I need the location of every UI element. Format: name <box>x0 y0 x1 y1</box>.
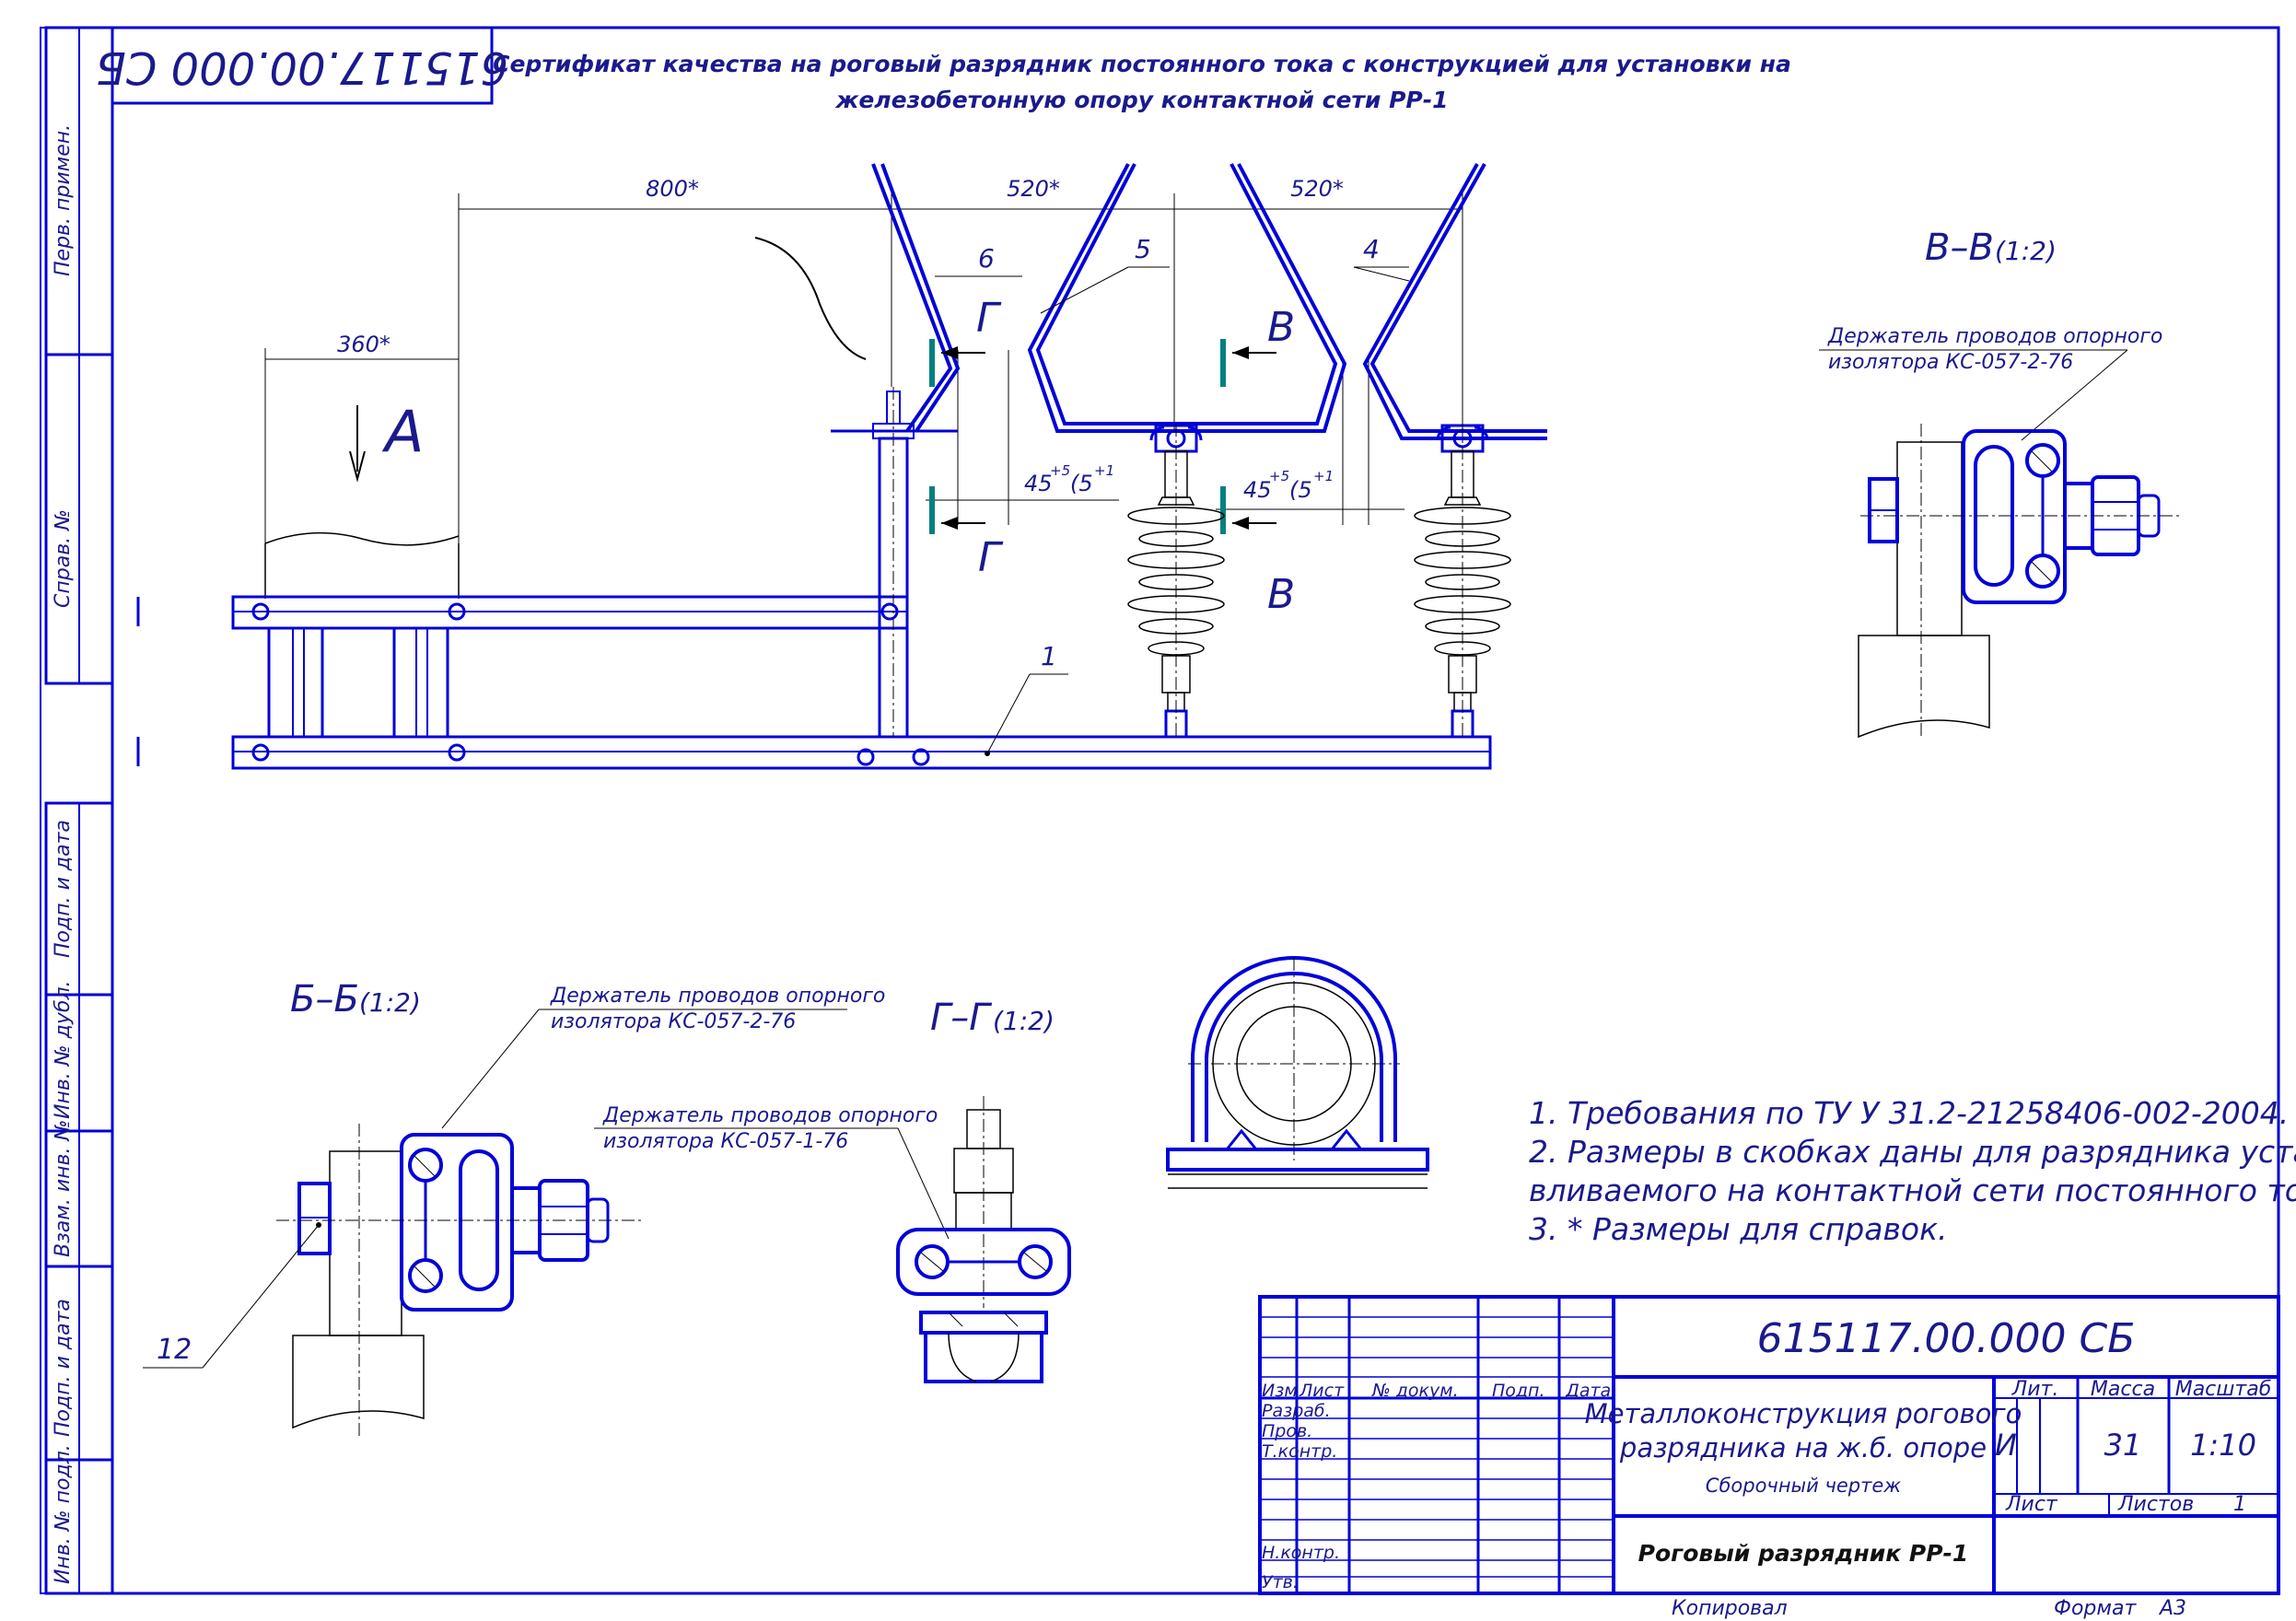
cut-g-top: Г <box>976 295 1002 342</box>
pipe-top-bolt <box>754 237 958 439</box>
list-label: Лист <box>2005 1493 2058 1516</box>
rotated-code-box: 615117.00.000 СБ <box>96 26 508 105</box>
dim-45-b-paren: (5 <box>1289 477 1312 503</box>
dim-45-a-paren-tol: +1 <box>1094 462 1114 479</box>
insulator-left <box>1127 424 1225 739</box>
pos-12: 12 <box>157 1334 192 1366</box>
doc-type: Сборочный чертеж <box>1706 1475 1901 1497</box>
left-strip-top: Перв. примен. Справ. № <box>44 26 114 685</box>
title-block: Изм Лист № докум. Подп. Дата Разраб. Про… <box>1258 1295 2280 1595</box>
col-izm: Изм <box>1262 1381 1298 1401</box>
section-vv-scale: (1:2) <box>1995 236 2057 266</box>
masshtab-label: Масштаб <box>2175 1378 2272 1401</box>
left-strip-bottom: Подп. и дата Инв. № дубл. Взам. инв. № П… <box>44 801 114 1595</box>
dimensions: 800* 520* 520* 360* 45 +5 (5 +1 45 +5 (5… <box>264 176 1463 580</box>
section-gg-label-2: изолятора КС-057-1-76 <box>603 1130 848 1153</box>
lit-value: И <box>1995 1428 2017 1463</box>
section-bb-title: Б–Б <box>290 978 359 1020</box>
section-vv-title: В–В <box>1925 227 1994 269</box>
podp-data-1-label: Подп. и дата <box>52 820 75 958</box>
pos-1: 1 <box>1041 641 1057 671</box>
steel-frame <box>136 387 1492 770</box>
dim-360: 360* <box>337 332 390 357</box>
rotated-code: 615117.00.000 СБ <box>96 41 508 93</box>
inv-dubl-label: Инв. № дубл. <box>52 980 75 1119</box>
horn-5 <box>1027 163 1347 433</box>
dim-45-b-paren-tol: +1 <box>1313 468 1334 484</box>
title-line-2: железобетонную опору контактной сети РР-… <box>834 87 1448 113</box>
section-cut-marks: Г Г В В <box>929 295 1295 618</box>
main-view: 800* 520* 520* 360* 45 +5 (5 +1 45 +5 (5… <box>136 163 1547 770</box>
dim-800: 800* <box>646 176 699 202</box>
format-value: А3 <box>2158 1597 2186 1620</box>
left-post <box>264 531 460 599</box>
masshtab-value: 1:10 <box>2190 1428 2256 1463</box>
note-2-cont: вливаемого на контактной сети постоянног… <box>1529 1172 2296 1208</box>
horn-6 <box>871 163 961 433</box>
col-data: Дата <box>1565 1381 1611 1401</box>
kopiroval-label: Копировал <box>1672 1597 1788 1620</box>
dim-45-a-tol: +5 <box>1050 462 1070 479</box>
cut-v-top: В <box>1267 304 1295 351</box>
section-bb: Б–Б (1:2) Держатель проводов опорного из… <box>143 978 885 1437</box>
section-vv-label-2: изолятора КС-057-2-76 <box>1828 351 2073 374</box>
perv-primen-label: Перв. примен. <box>52 124 75 276</box>
position-leaders: 6 5 4 1 <box>935 234 1410 756</box>
col-podp: Подп. <box>1492 1381 1545 1401</box>
pos-4: 4 <box>1363 234 1380 264</box>
dim-45-b: 45 <box>1243 477 1272 503</box>
note-3: 3. * Размеры для справок. <box>1529 1211 1948 1247</box>
section-gg-scale: (1:2) <box>993 1006 1055 1036</box>
notes: 1. Требования по ТУ У 31.2-21258406-002-… <box>1529 1095 2296 1247</box>
sprav-no-label: Справ. № <box>52 509 75 608</box>
listov-value: 1 <box>2233 1493 2246 1516</box>
name-line-1: Металлоконструкция рогового <box>1585 1398 2022 1429</box>
vzam-inv-label: Взам. инв. № <box>52 1120 75 1257</box>
row-prov: Пров. <box>1262 1421 1312 1441</box>
pipe-clamp-view <box>1166 956 1429 1189</box>
row-utv: Утв. <box>1262 1572 1299 1592</box>
cut-v-bottom: В <box>1267 571 1295 618</box>
dim-45-a: 45 <box>1024 471 1053 496</box>
section-bb-scale: (1:2) <box>359 987 421 1018</box>
dim-520-a: 520* <box>1007 176 1060 202</box>
massa-label: Масса <box>2091 1378 2155 1401</box>
section-vv: В–В (1:2) Держатель проводов опорного из… <box>1819 227 2183 739</box>
col-list: Лист <box>1299 1381 1345 1401</box>
insulator-right <box>1414 424 1511 739</box>
format-label: Формат <box>2054 1597 2137 1620</box>
podp-data-2-label: Подп. и дата <box>52 1299 75 1437</box>
section-gg-label-1: Держатель проводов опорного <box>602 1104 938 1127</box>
doc-code: 615117.00.000 СБ <box>1757 1315 2136 1362</box>
dim-45-a-paren: (5 <box>1070 471 1093 496</box>
section-vv-label-1: Держатель проводов опорного <box>1827 325 2162 348</box>
section-gg: Г–Г (1:2) Держатель проводов опорного из… <box>594 997 1071 1383</box>
view-a-arrow: А <box>349 398 424 483</box>
pos-5: 5 <box>1135 234 1151 264</box>
inv-podl-label: Инв. № подл. <box>52 1444 75 1584</box>
note-2: 2. Размеры в скобках даны для разрядника… <box>1529 1134 2296 1170</box>
name-line-2: разрядника на ж.б. опоре <box>1619 1432 1987 1464</box>
section-bb-label-1: Держатель проводов опорного <box>550 985 885 1008</box>
section-gg-title: Г–Г <box>930 997 992 1039</box>
view-a-label: А <box>381 398 424 465</box>
pos-6: 6 <box>978 243 995 274</box>
row-nkontr: Н.контр. <box>1262 1543 1340 1563</box>
row-tkontr: Т.контр. <box>1262 1441 1337 1462</box>
row-razrab: Разраб. <box>1262 1401 1331 1421</box>
dim-45-b-tol: +5 <box>1269 468 1289 484</box>
col-docum: № докум. <box>1371 1381 1459 1401</box>
cut-g-bottom: Г <box>978 534 1004 581</box>
lit-label: Лит. <box>2011 1378 2059 1401</box>
note-1: 1. Требования по ТУ У 31.2-21258406-002-… <box>1529 1095 2289 1131</box>
horn-4 <box>1362 163 1547 440</box>
section-bb-label-2: изолятора КС-057-2-76 <box>551 1010 796 1033</box>
product-name: Роговый разрядник РР-1 <box>1638 1540 1969 1567</box>
title-line-1: Сертификат качества на роговый разрядник… <box>493 51 1791 77</box>
listov-label: Листов <box>2117 1493 2194 1516</box>
dim-520-b: 520* <box>1290 176 1344 202</box>
massa-value: 31 <box>2104 1428 2142 1463</box>
